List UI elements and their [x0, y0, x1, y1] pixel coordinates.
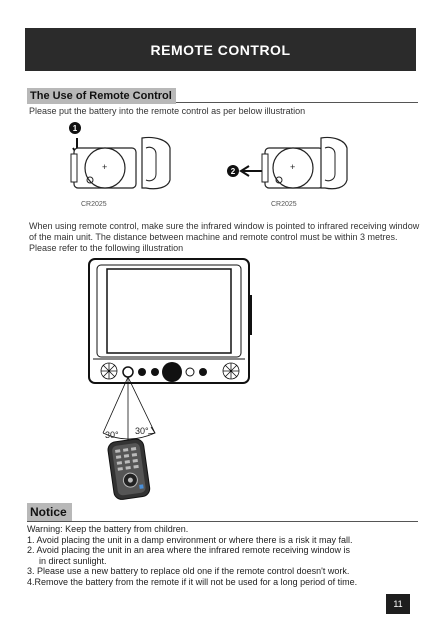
step-2-marker	[227, 165, 239, 177]
svg-text:+: +	[290, 162, 295, 172]
usage-text: When using remote control, make sure the…	[29, 221, 420, 253]
notice-list: Warning: Keep the battery from children.…	[27, 524, 418, 587]
angle-arc	[102, 432, 156, 440]
player-button	[185, 367, 195, 377]
notice-item: 1. Avoid placing the unit in a damp envi…	[27, 534, 353, 545]
player-button	[151, 368, 159, 376]
notice-item-continuation: in direct sunlight.	[39, 555, 107, 566]
ir-beam-left	[102, 376, 129, 434]
page-header: REMOTE CONTROL	[25, 28, 416, 71]
section-heading: The Use of Remote Control	[27, 86, 418, 104]
player-button	[199, 368, 207, 376]
remote-control	[107, 438, 151, 500]
coin-battery	[84, 147, 126, 189]
remote-range-illustration: 30° 30°	[88, 258, 252, 500]
battery-insert-illustration: 1 +	[69, 122, 171, 190]
battery-label-2: CR2025	[271, 201, 297, 208]
player-screen	[106, 268, 232, 354]
player-button	[138, 368, 146, 376]
angle-right-label: 30°	[135, 426, 149, 436]
page-number: 11	[386, 594, 410, 614]
ir-beam-right	[127, 376, 156, 434]
battery-tray-illustration: 2 +	[227, 136, 348, 190]
section-title: The Use of Remote Control	[27, 88, 176, 104]
intro-text: Please put the battery into the remote c…	[29, 106, 306, 116]
push-arrow	[239, 165, 263, 177]
battery-label-1: CR2025	[81, 201, 107, 208]
notice-item: 3. Please use a new battery to replace o…	[27, 566, 350, 576]
step-1-marker	[69, 122, 81, 134]
page-title: REMOTE CONTROL	[150, 41, 291, 58]
notice-item: 4.Remove the battery from the remote if …	[27, 576, 358, 587]
step-1-number: 1	[73, 124, 78, 133]
ir-window	[122, 366, 134, 378]
right-speaker-icon	[222, 362, 240, 380]
angle-left-label: 30°	[105, 430, 119, 440]
svg-text:+: +	[102, 162, 107, 172]
notice-item: 2. Avoid placing the unit in an area whe…	[27, 545, 351, 555]
page-number-text: 11	[393, 599, 403, 609]
notice-heading: Notice	[27, 503, 418, 522]
notice-warning: Warning: Keep the battery from children.	[27, 524, 189, 534]
notice-title: Notice	[27, 503, 72, 521]
left-speaker-icon	[100, 362, 118, 380]
control-dial	[162, 362, 182, 382]
step-2-number: 2	[231, 167, 236, 176]
